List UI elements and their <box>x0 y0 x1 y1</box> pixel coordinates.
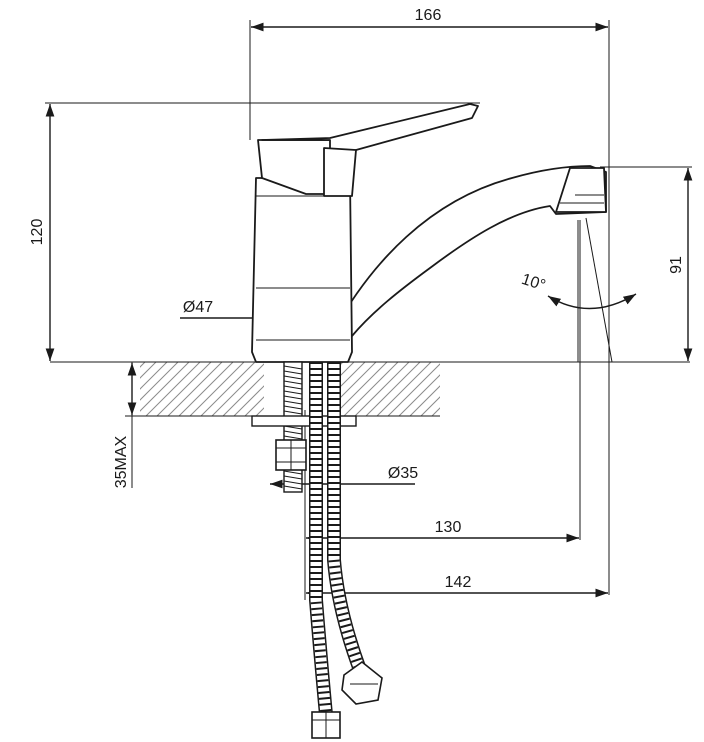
faucet <box>251 103 607 363</box>
braided-hose-1 <box>309 362 333 716</box>
threaded-rod <box>283 361 303 493</box>
aerator <box>555 167 607 213</box>
dim-text-142: 142 <box>445 574 472 591</box>
dim-text-35max: 35MAX <box>113 435 130 488</box>
lever-grip <box>323 147 357 197</box>
dim-text-47: Ø47 <box>183 299 213 316</box>
angle-ref-inclined <box>585 217 613 363</box>
mounting-washer <box>251 415 357 427</box>
hose-fitting-1 <box>311 711 341 739</box>
angle-arc <box>547 293 637 310</box>
dim-text-130: 130 <box>435 519 462 536</box>
dim-text-angle: 10° <box>519 271 547 295</box>
faucet-body <box>251 177 353 363</box>
hose-fitting-2 <box>341 660 383 705</box>
dim-text-166: 166 <box>415 7 442 24</box>
dim-text-91: 91 <box>668 256 685 274</box>
nut <box>275 439 307 471</box>
dim-text-35: Ø35 <box>388 465 418 482</box>
braided-hose-2 <box>327 362 367 673</box>
dim-text-120: 120 <box>29 219 46 246</box>
